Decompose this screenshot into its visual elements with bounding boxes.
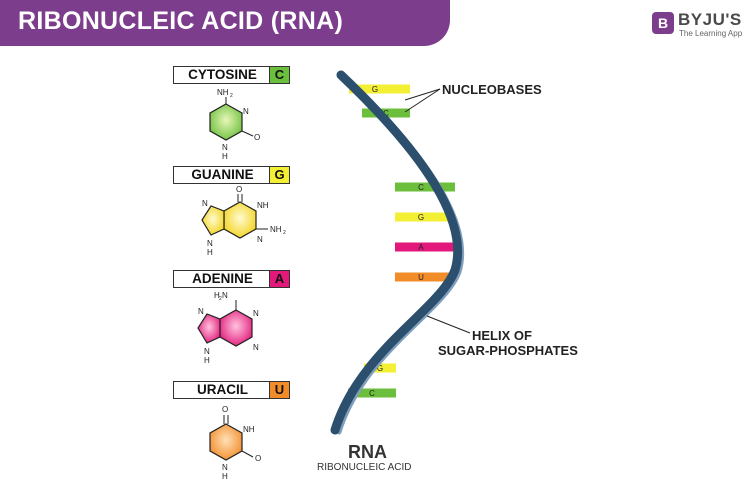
byjus-logo: B BYJU'S The Learning App: [652, 10, 744, 46]
cytosine-molecule: NH 2 N N H O: [209, 88, 260, 161]
logo-mark-icon: B: [652, 12, 674, 34]
atom-label: H N: [214, 291, 228, 300]
helix-backbone: [330, 70, 463, 435]
helix-rung: [395, 242, 455, 252]
nucleobases-pointer: [404, 88, 441, 101]
atom-label: H: [222, 152, 228, 161]
guanine-molecule: O NH N N N H NH 2: [201, 185, 286, 257]
helix-rung-letter: C: [418, 183, 424, 192]
atom-subscript: 2: [230, 93, 233, 99]
base-name: URACIL: [197, 382, 248, 397]
helix-rung: [395, 272, 455, 282]
uracil-label: URACIL U: [173, 381, 290, 399]
atom-label: NH: [243, 425, 255, 434]
atom-label: O: [236, 185, 242, 194]
atom-label: NH: [270, 225, 282, 234]
rna-subtitle: RIBONUCLEIC ACID: [317, 462, 412, 473]
helix-rung-letter: C: [369, 389, 375, 398]
adenine-five-ring: [197, 313, 221, 344]
helix-rung: [364, 363, 396, 373]
atom-label: N: [204, 347, 210, 356]
atom-label: N: [207, 239, 213, 248]
atom-label: NH: [257, 201, 269, 210]
base-letter: U: [269, 382, 289, 398]
adenine-molecule: H N 2 N N N N H: [197, 291, 259, 365]
atom-label: N: [198, 307, 204, 316]
helix-rung: [395, 212, 455, 222]
title-banner: RIBONUCLEIC ACID (RNA): [0, 0, 450, 46]
guanine-five-ring: [201, 205, 225, 236]
atom-subscript: 2: [283, 230, 286, 236]
helix-pointer: [426, 315, 471, 334]
base-letter: A: [269, 271, 289, 287]
helix-rung: [348, 388, 396, 398]
guanine-label: GUANINE G: [173, 166, 290, 184]
helix-rung: [349, 84, 410, 94]
helix-annotation-line1: HELIX OF: [472, 328, 532, 343]
uracil-molecule: O NH O N H: [209, 405, 261, 481]
helix-rung-letter: G: [418, 213, 424, 222]
atom-label: N: [253, 343, 259, 352]
helix-rung-letter: G: [372, 85, 378, 94]
nucleobases-pointer: [404, 88, 441, 113]
rna-title: RNA: [348, 442, 387, 462]
atom-subscript: 2: [219, 296, 222, 302]
helix-rung-letter: G: [377, 364, 383, 373]
atom-label: O: [222, 405, 228, 414]
logo-tagline: The Learning App: [679, 29, 743, 38]
base-name: CYTOSINE: [188, 67, 257, 82]
atom-label: O: [254, 133, 260, 142]
base-letter: C: [269, 67, 289, 83]
atom-label: N: [202, 199, 208, 208]
helix-rung-letter: C: [383, 109, 389, 118]
atom-label: NH: [217, 88, 229, 97]
atom-label: N: [222, 463, 228, 472]
helix-rung: [362, 108, 410, 118]
logo-name: BYJU'S: [678, 10, 742, 29]
base-name: ADENINE: [192, 271, 253, 286]
helix-annotation-line2: SUGAR-PHOSPHATES: [438, 343, 578, 358]
cytosine-label: CYTOSINE C: [173, 66, 290, 84]
nucleobases-annotation: NUCLEOBASES: [442, 82, 542, 97]
base-name: GUANINE: [191, 167, 254, 182]
atom-label: O: [255, 454, 261, 463]
atom-label: N: [253, 309, 259, 318]
atom-label: N: [257, 235, 263, 244]
nucleobase-rungs: G C C G A U G C: [348, 84, 455, 398]
helix-rung-letter: U: [418, 273, 424, 282]
atom-label: H: [222, 472, 228, 481]
page-title: RIBONUCLEIC ACID (RNA): [18, 7, 344, 35]
atom-label: H: [207, 248, 213, 257]
atom-label: N: [222, 143, 228, 152]
atom-label: N: [243, 107, 249, 116]
helix-rung-letter: A: [418, 243, 424, 252]
base-letter: G: [269, 167, 289, 183]
cytosine-ring: [209, 103, 243, 141]
uracil-ring: [209, 423, 243, 461]
atom-label: H: [204, 356, 210, 365]
helix-rung: [395, 182, 455, 192]
adenine-label: ADENINE A: [173, 270, 290, 288]
